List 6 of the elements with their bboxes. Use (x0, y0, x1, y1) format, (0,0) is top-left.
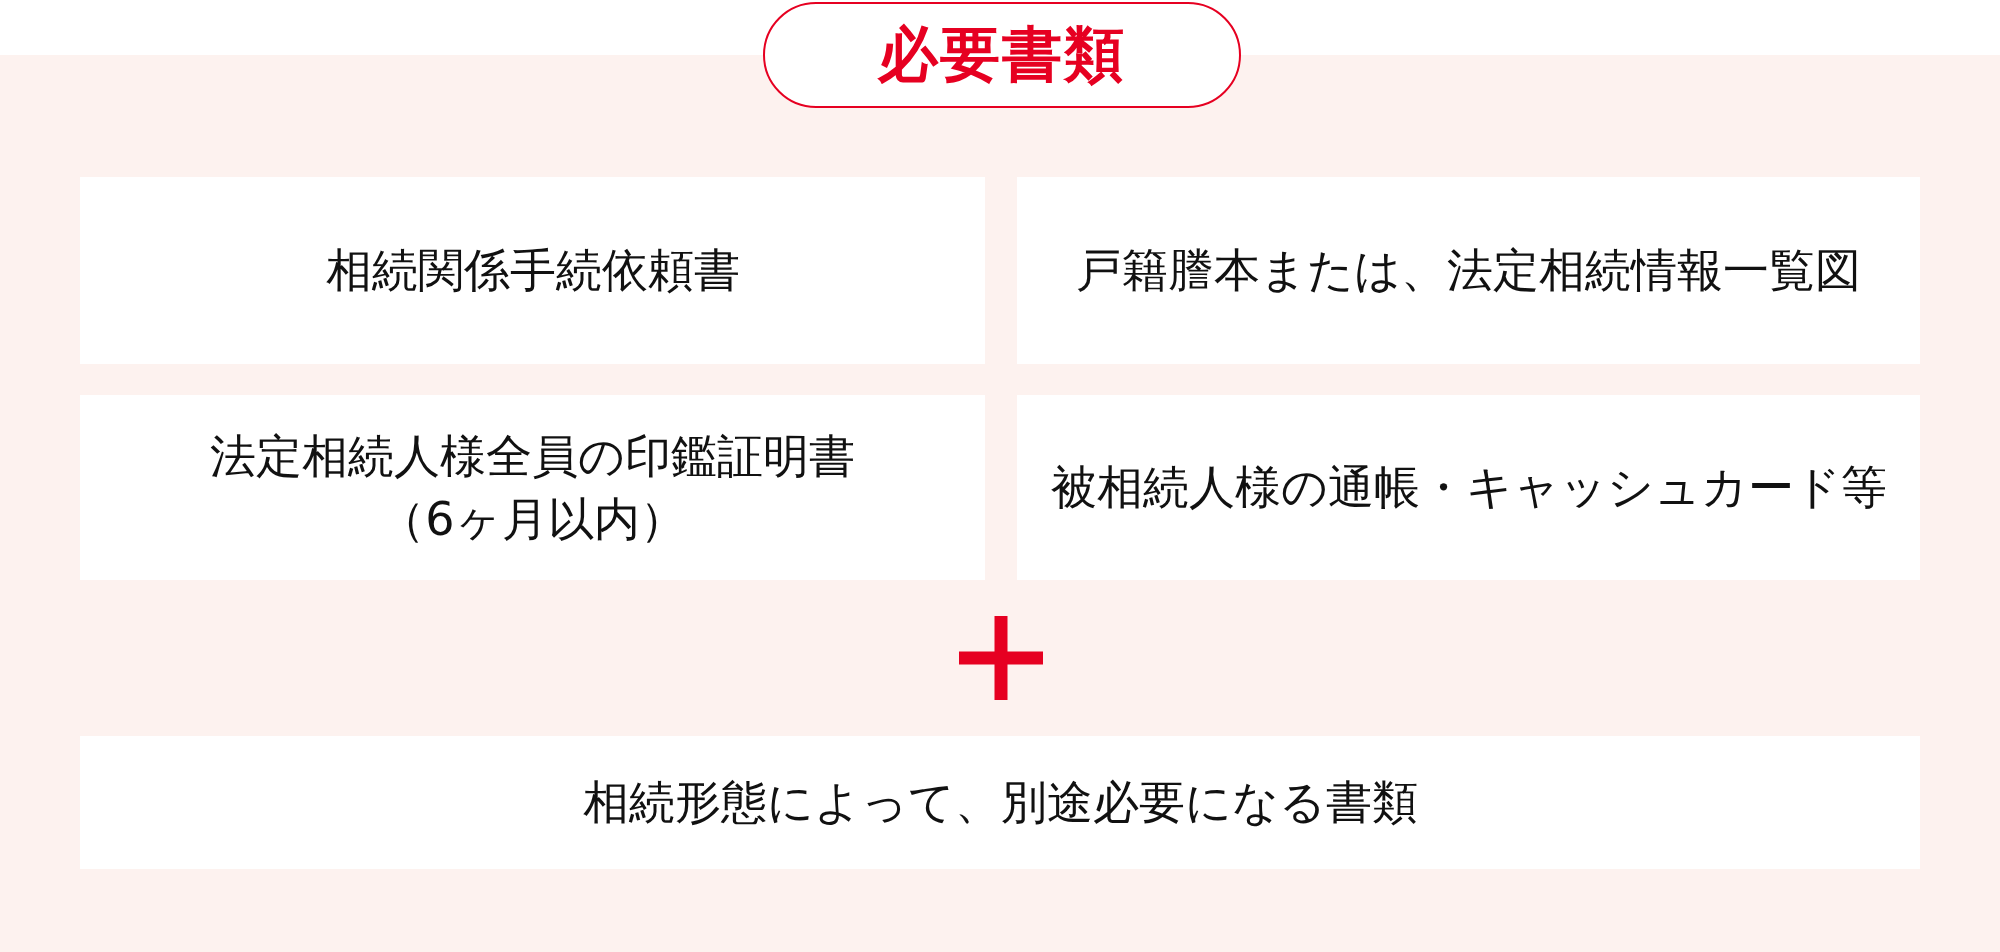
document-box: 被相続人様の通帳・キャッシュカード等 (1017, 395, 1920, 580)
document-box: 戸籍謄本または、法定相続情報一覧図 (1017, 177, 1920, 364)
document-box: 法定相続人様全員の印鑑証明書（6ヶ月以内） (80, 395, 985, 580)
heading-pill: 必要書類 (763, 2, 1241, 108)
document-box: 相続関係手続依頼書 (80, 177, 985, 364)
document-box: 相続形態によって、別途必要になる書類 (80, 736, 1920, 869)
